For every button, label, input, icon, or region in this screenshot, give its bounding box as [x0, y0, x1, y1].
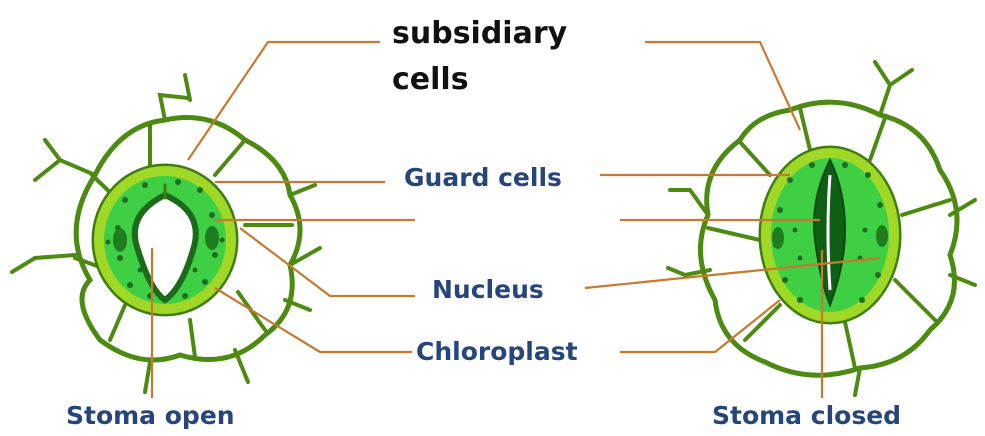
guard-cells-label: Guard cells — [404, 163, 562, 192]
subsidiary-cells-label-line2: cells — [392, 62, 469, 97]
guard-cells-left — [93, 165, 237, 315]
nucleus-label: Nucleus — [432, 275, 544, 304]
stoma-open-label: Stoma open — [66, 401, 235, 430]
guard-cells-right — [760, 147, 900, 323]
stoma-open-illustration — [12, 75, 320, 392]
stoma-closed-label: Stoma closed — [712, 401, 901, 430]
chloroplast-label: Chloroplast — [416, 337, 578, 366]
subsidiary-cells-label-line1: subsidiary — [392, 16, 568, 51]
